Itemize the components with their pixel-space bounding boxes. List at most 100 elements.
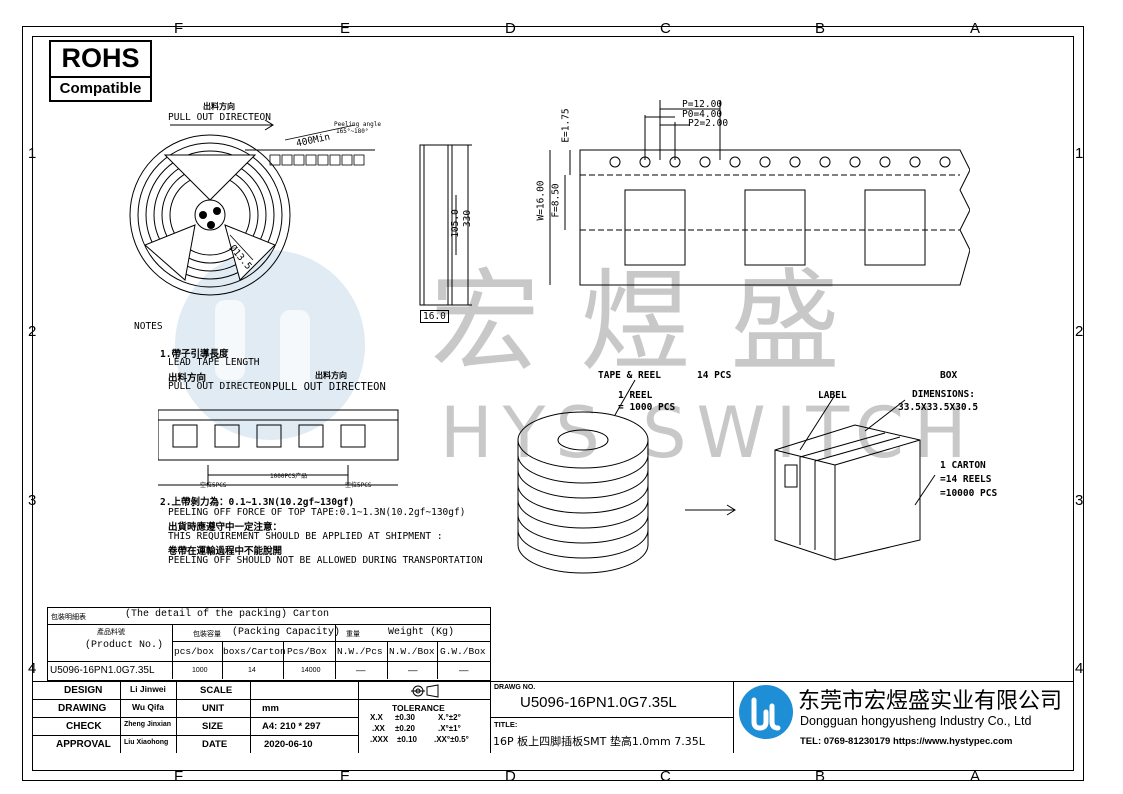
check-label: CHECK	[66, 721, 102, 732]
reel-count: 1 REEL	[618, 390, 653, 401]
row-pcs-box2: 14000	[301, 667, 321, 674]
row-left-2: 2	[28, 323, 37, 340]
carton-count: 1 CARTON	[940, 460, 986, 471]
company-logo-icon	[739, 685, 793, 739]
outer-border	[22, 26, 1084, 781]
product-no-label: (Product No.)	[85, 640, 164, 651]
row-gw-box: —	[459, 665, 469, 676]
row-product-no: U5096-16PN1.0G7.35L	[50, 665, 155, 676]
col-pcs-box: pcs/box	[174, 646, 214, 657]
tol-r2-c2: ±0.20	[395, 724, 415, 733]
drawing-label: DRAWING	[58, 703, 107, 714]
title-value: 16P 板上四脚插板SMT 垫高1.0mm 7.35L	[493, 735, 705, 748]
row-left-4: 4	[28, 660, 37, 677]
tape-pitch-p2: P2=2.00	[688, 118, 729, 129]
reel-pull-cn: 出料方向	[203, 102, 235, 111]
approval-label: APPROVAL	[56, 739, 111, 750]
note2-no-en: PEELING OFF SHOULD NOT BE ALLOWED DURING…	[168, 555, 483, 566]
tol-r1-c1: X.X	[370, 713, 383, 722]
company-name-cn: 东莞市宏煜盛实业有限公司	[798, 689, 1063, 714]
capacity-label: (Packing Capacity)	[232, 627, 341, 638]
size-value: A4: 210 * 297	[262, 721, 321, 732]
carton-reels: =14 REELS	[940, 474, 992, 485]
rohs-subtitle: Compatible	[51, 76, 150, 102]
tape-e: E=1.75	[560, 108, 572, 143]
carton-pcs: =10000 PCS	[940, 488, 998, 499]
capacity-cn: 包裝容量	[193, 631, 221, 638]
zone-top-f: F	[174, 20, 184, 37]
zone-top-e: E	[340, 20, 351, 37]
row-pcs-box: 1000	[192, 667, 208, 674]
rohs-badge: ROHS Compatible	[49, 40, 152, 102]
row-right-4: 4	[1075, 660, 1084, 677]
reel-width-dim: 16.0	[420, 310, 449, 323]
approval-value: Liu Xiaohong	[124, 739, 169, 746]
rohs-title: ROHS	[61, 43, 140, 73]
drawg-no-label: DRAWG NO.	[494, 684, 536, 691]
row-nw-pcs: —	[356, 665, 366, 676]
zone-top-a: A	[970, 20, 981, 37]
note2-no-cn: 卷帶在運輸過程中不能脫開	[168, 546, 283, 557]
notes-title: NOTES	[134, 321, 163, 332]
note2-req-en: THIS REQUIREMENT SHOULD BE APPLIED AT SH…	[168, 531, 443, 542]
size-label: SIZE	[202, 721, 224, 732]
note1-en: LEAD TAPE LENGTH	[168, 357, 260, 368]
row-left-1: 1	[28, 145, 37, 162]
col-pcs-box2: Pcs/Box	[287, 646, 327, 657]
reel-hub-dim: 105.0	[449, 209, 461, 238]
company-name-en: Dongguan hongyusheng Industry Co., Ltd	[800, 714, 1032, 728]
tol-r2-c3: .X°±1°	[438, 724, 461, 733]
zone-bottom-f: F	[174, 768, 184, 785]
tol-r1-c2: ±0.30	[395, 713, 415, 722]
row-right-3: 3	[1075, 492, 1084, 509]
reel-drawing	[129, 119, 375, 296]
tape-f: F=8.50	[550, 183, 562, 218]
zone-bottom-c: C	[660, 768, 671, 785]
box-dim-title: DIMENSIONS:	[912, 389, 975, 400]
zone-bottom-e: E	[340, 768, 351, 785]
zone-top-b: B	[815, 20, 826, 37]
note1-pull-en: PULL OUT DIRECTEON	[168, 381, 271, 392]
zone-top-c: C	[660, 20, 671, 37]
packing-title-cn: 包裝明細表	[51, 614, 86, 621]
reel-pull-en: PULL OUT DIRECTEON	[168, 112, 271, 123]
title-label: TITLE:	[494, 720, 518, 729]
watermark-logo	[175, 250, 365, 440]
reel-pcs: = 1000 PCS	[618, 402, 676, 413]
row-right-2: 2	[1075, 323, 1084, 340]
tol-r2-c1: .XX	[372, 724, 385, 733]
drawing-value: Wu Qifa	[132, 702, 164, 712]
col-nw-box: N.W./Box	[389, 646, 435, 657]
drawg-no-value: U5096-16PN1.0G7.35L	[520, 694, 677, 711]
note2-cn: 2.上帶剝力為：0.1~1.3N(10.2gf~130gf)	[160, 497, 355, 508]
zone-bottom-a: A	[970, 768, 981, 785]
col-boxs-carton: boxs/Carton	[223, 646, 286, 657]
carrier-tape-drawing	[549, 100, 970, 286]
weight-cn: 重量	[346, 631, 360, 638]
tol-r3-c1: .XXX	[370, 735, 389, 744]
packing-table	[47, 607, 491, 681]
drawing-frame	[32, 36, 1074, 771]
note1-cn: 1.帶子引導長度	[160, 349, 229, 360]
design-value: Li Jinwei	[130, 684, 166, 694]
title-block	[32, 681, 1073, 682]
note1-pull-en2: PULL OUT DIRECTEON	[272, 381, 386, 393]
unit-value: mm	[262, 703, 279, 714]
tape-w: W=16.00	[535, 180, 547, 221]
projection-symbol-icon	[411, 684, 439, 698]
row-left-3: 3	[28, 492, 37, 509]
product-no-cn: 產品料號	[97, 629, 125, 636]
tape-reel-qty: 14 PCS	[697, 370, 732, 381]
date-value: 2020-06-10	[264, 739, 313, 750]
note1-pull-cn: 出料方向	[168, 373, 207, 384]
tol-r3-c2: ±0.10	[397, 735, 417, 744]
strip-total: 1000PCS产品	[270, 473, 308, 480]
unit-label: UNIT	[202, 703, 225, 714]
reel-peel-range: 165°~180°	[336, 128, 369, 135]
tape-pitch: P=12.00	[682, 99, 723, 110]
packing-title: (The detail of the packing) Carton	[125, 609, 330, 620]
col-nw-pcs: N.W./Pcs	[337, 646, 383, 657]
tolerance-label: TOLERANCE	[392, 703, 445, 713]
row-boxs-carton: 14	[248, 667, 256, 674]
design-label: DESIGN	[64, 685, 103, 696]
